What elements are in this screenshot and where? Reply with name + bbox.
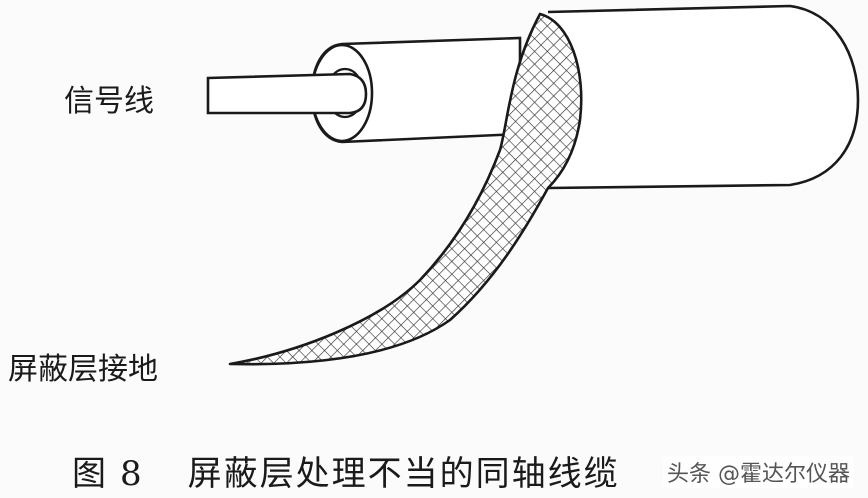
figure-title: 屏蔽层处理不当的同轴线缆 — [187, 454, 620, 494]
signal-conductor — [206, 72, 368, 115]
outer-jacket — [547, 4, 860, 190]
figure-number: 8 — [120, 454, 144, 494]
shield-mesh-pigtail — [228, 12, 583, 366]
signal-wire-label: 信号线 — [64, 84, 154, 119]
figure-label: 图 — [72, 454, 108, 494]
shield-ground-label: 屏蔽层接地 — [8, 352, 158, 387]
watermark: 头条 @霍达尔仪器 — [663, 456, 854, 488]
